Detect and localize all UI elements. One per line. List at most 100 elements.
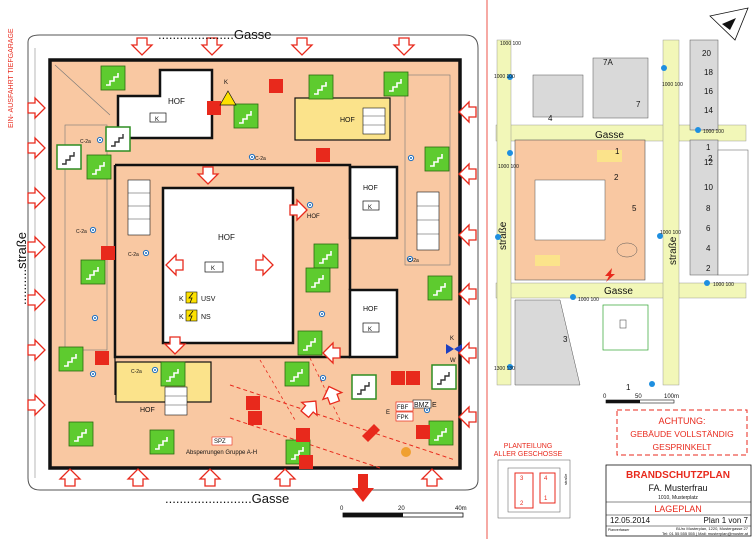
scale-bar: 0 20 40m — [340, 506, 467, 518]
svg-text:K: K — [368, 205, 372, 211]
svg-text:20: 20 — [702, 49, 711, 58]
svg-text:1: 1 — [626, 383, 631, 392]
svg-text:E: E — [386, 410, 390, 416]
svg-text:4: 4 — [548, 114, 553, 123]
svg-text:FA. Musterfrau: FA. Musterfrau — [648, 483, 707, 493]
svg-text:K: K — [224, 80, 228, 86]
valve-icon — [446, 344, 462, 354]
svg-text:14: 14 — [704, 106, 713, 115]
svg-text:BUro Musterplan, 1220, Musterg: BUro Musterplan, 1220, Mustergasse 27 — [676, 526, 749, 531]
ns-label: NS — [201, 314, 211, 321]
hof-label: HOF — [140, 407, 155, 414]
hof-label: HOF — [363, 185, 378, 192]
electrical-icon — [185, 291, 198, 304]
svg-text:ACHTUNG:: ACHTUNG: — [659, 416, 706, 426]
svg-text:K: K — [450, 336, 454, 342]
svg-text:1000 100: 1000 100 — [500, 41, 521, 47]
electrical-icon — [185, 309, 198, 322]
svg-text:1000 100: 1000 100 — [662, 82, 683, 88]
svg-text:1: 1 — [544, 496, 548, 502]
svg-text:Plan 1 von 7: Plan 1 von 7 — [704, 516, 749, 525]
svg-text:4: 4 — [544, 476, 548, 482]
street-left: ..........straße — [14, 232, 29, 305]
svg-text:16: 16 — [704, 87, 713, 96]
street-bottom: ........................Gasse — [165, 491, 289, 506]
courtyard-main — [161, 186, 295, 345]
svg-text:1000 100: 1000 100 — [713, 282, 734, 288]
svg-text:2: 2 — [706, 264, 711, 273]
svg-text:Gasse: Gasse — [604, 286, 633, 297]
svg-text:1300 130: 1300 130 — [494, 366, 515, 372]
north-arrow-icon — [709, 7, 749, 41]
svg-text:W: W — [450, 358, 456, 364]
stair-white — [431, 364, 457, 390]
usv-label: USV — [201, 296, 216, 303]
svg-text:C-2a: C-2a — [76, 229, 87, 235]
svg-text:2: 2 — [614, 173, 619, 182]
svg-text:PLANTEILUNG: PLANTEILUNG — [504, 443, 553, 450]
svg-text:K: K — [211, 266, 215, 272]
svg-text:2: 2 — [708, 154, 713, 163]
svg-text:10: 10 — [704, 183, 713, 192]
hof-label: HOF — [168, 97, 185, 106]
hof-label: HOF — [307, 214, 320, 220]
svg-text:7: 7 — [636, 100, 641, 109]
svg-text:1000 100: 1000 100 — [703, 129, 724, 135]
fire-access-arrow — [352, 474, 374, 502]
svg-text:3: 3 — [563, 335, 568, 344]
svg-text:50: 50 — [635, 394, 642, 400]
svg-text:K: K — [155, 117, 159, 123]
svg-text:GEBÄUDE VOLLSTÄNDIG: GEBÄUDE VOLLSTÄNDIG — [630, 429, 733, 439]
svg-text:Planverfasser: Planverfasser — [608, 528, 630, 532]
hof-label: HOF — [218, 233, 235, 242]
svg-text:straße: straße — [668, 236, 679, 265]
svg-text:5: 5 — [632, 204, 637, 213]
svg-text:6: 6 — [706, 224, 711, 233]
svg-text:1000 100: 1000 100 — [660, 230, 681, 236]
fpk-label: FPK — [397, 415, 409, 421]
stair-white — [351, 374, 377, 400]
svg-text:3: 3 — [520, 476, 524, 482]
bmz-label: BMZ — [414, 402, 430, 409]
svg-text:K: K — [179, 314, 184, 321]
svg-text:1: 1 — [615, 147, 620, 156]
key-table — [127, 107, 440, 416]
site-minimap: 7A 7 4 1 2 5 3 1 20 18 16 14 12 10 8 6 4… — [494, 35, 749, 404]
svg-text:C-2a: C-2a — [128, 252, 139, 258]
svg-text:C-2a: C-2a — [408, 258, 419, 264]
svg-text:0: 0 — [603, 394, 607, 400]
svg-text:Tel: 01 55 555 555 | Mail: mus: Tel: 01 55 555 555 | Mail: musterplan@mu… — [662, 531, 749, 536]
svg-text:8: 8 — [706, 204, 711, 213]
svg-text:12: 12 — [704, 158, 713, 167]
svg-text:40m: 40m — [455, 506, 467, 512]
plan-title: BRANDSCHUTZPLAN — [626, 470, 730, 481]
svg-text:K: K — [368, 327, 372, 333]
sprinkler-notice: ACHTUNG: GEBÄUDE VOLLSTÄNDIG GESPRINKELT — [616, 409, 748, 456]
svg-text:1000 100: 1000 100 — [498, 164, 519, 170]
svg-text:1: 1 — [706, 143, 711, 152]
svg-text:GESPRINKELT: GESPRINKELT — [653, 442, 712, 452]
svg-text:2: 2 — [520, 501, 524, 507]
hof-label: HOF — [363, 306, 378, 313]
svg-text:LAGEPLAN: LAGEPLAN — [654, 504, 702, 514]
fire-key-depot — [401, 447, 411, 457]
svg-text:100m: 100m — [664, 394, 679, 400]
svg-text:0: 0 — [340, 506, 344, 512]
svg-text:20: 20 — [398, 506, 405, 512]
garage-entrance: EIN- AUSFAHRT TIEFGARAGE — [8, 28, 15, 128]
svg-text:1000 100: 1000 100 — [578, 297, 599, 303]
svg-text:1000 100: 1000 100 — [494, 74, 515, 80]
svg-text:K: K — [179, 296, 184, 303]
hof-label: HOF — [340, 117, 355, 124]
svg-text:C-2a: C-2a — [131, 369, 142, 375]
title-block: BRANDSCHUTZPLAN FA. Musterfrau 1010, Mus… — [605, 464, 752, 537]
svg-text:E: E — [432, 402, 437, 409]
svg-text:1010, Musterplatz: 1010, Musterplatz — [658, 495, 698, 501]
street-top: .....................Gasse — [158, 27, 271, 42]
fire-access-arrow — [362, 424, 380, 442]
fbf-label: FBF — [397, 405, 409, 411]
stair-white — [105, 126, 131, 152]
svg-text:18: 18 — [704, 68, 713, 77]
svg-text:12.05.2014: 12.05.2014 — [610, 516, 651, 525]
